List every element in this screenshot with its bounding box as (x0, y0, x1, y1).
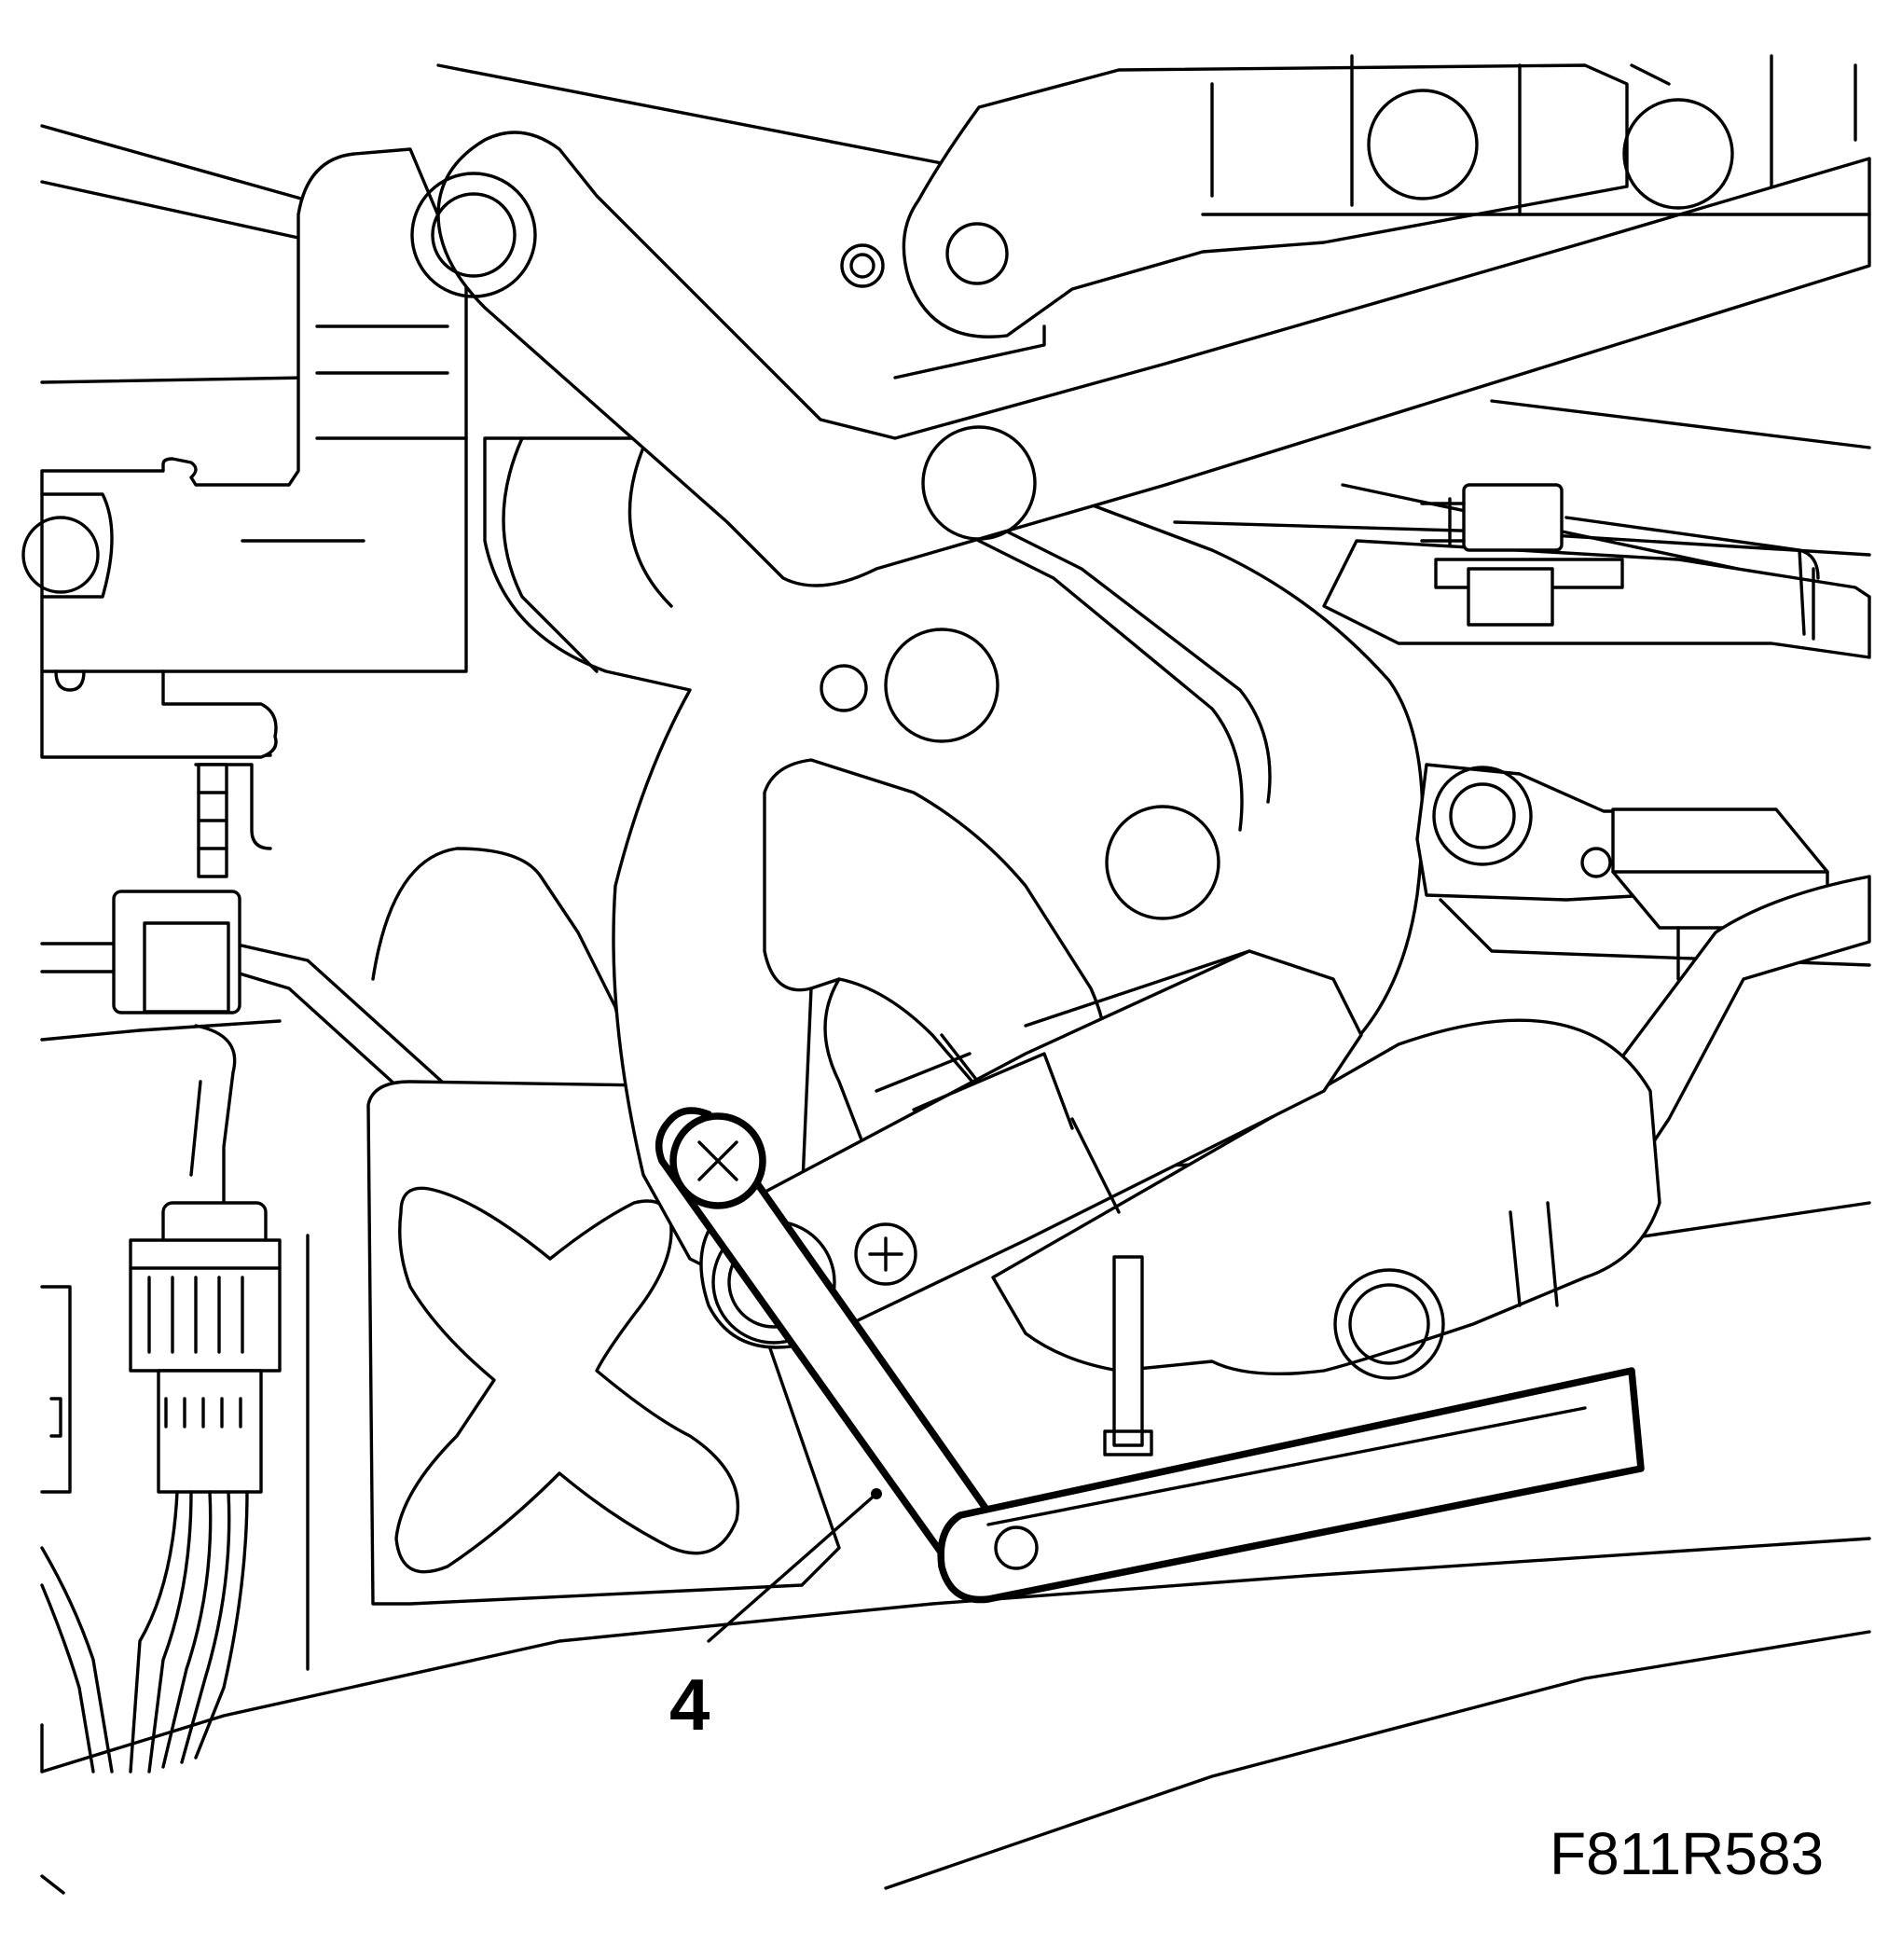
figure-id: F811R583 (1550, 1820, 1824, 1887)
highlighted-bracket (655, 1107, 1645, 1604)
callout-dot (871, 1488, 882, 1499)
callout-label: 4 (669, 1663, 710, 1746)
lower-link-arm (991, 1018, 1661, 1456)
right-components (1322, 483, 1871, 981)
wiring-harness (40, 1024, 282, 1774)
left-bracket (21, 147, 468, 878)
callout-4: 4 (669, 1488, 882, 1746)
